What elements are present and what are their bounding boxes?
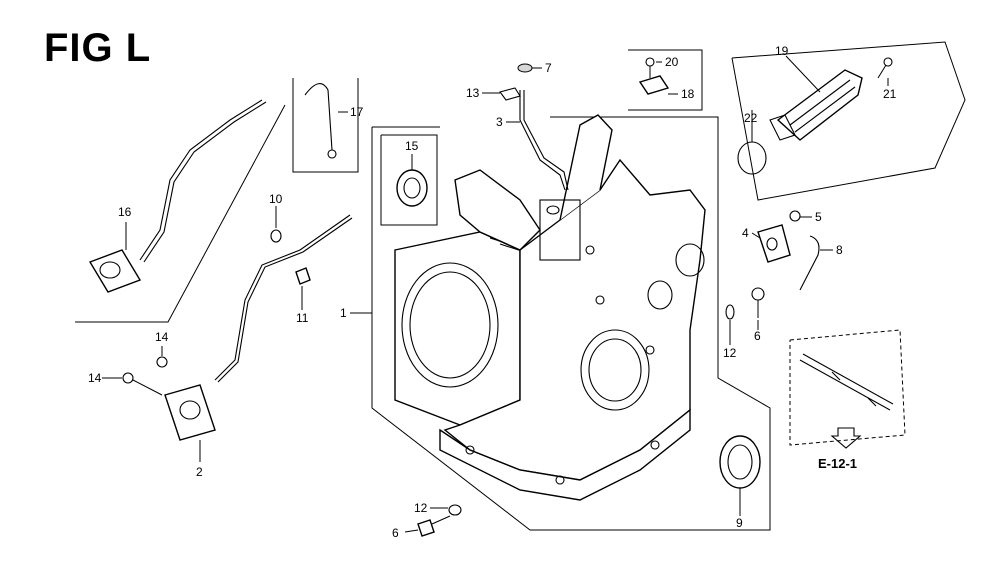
bolt-14-top: [156, 356, 168, 368]
callout-14-top: 14: [155, 330, 169, 344]
seal-frame: [380, 134, 438, 226]
oil-filler-frame: [731, 41, 966, 201]
sensor-frame: [75, 104, 286, 323]
callout-16: 16: [118, 205, 132, 219]
reference-label: E-12-1: [818, 456, 857, 471]
callout-1: 1: [340, 306, 347, 320]
bolt-5: [789, 210, 801, 222]
switch-2: [164, 214, 353, 441]
breather-tube-17: [304, 83, 337, 159]
washer-10: [270, 229, 282, 243]
washer-12-right: [725, 304, 735, 320]
callout-15: 15: [405, 139, 419, 153]
bolt-6-right: [751, 287, 765, 318]
nut-11: [295, 267, 311, 285]
breather-frame: [292, 78, 359, 173]
callout-20: 20: [665, 55, 679, 69]
callout-5: 5: [815, 210, 822, 224]
sensor-16: [88, 99, 267, 293]
callout-12-right: 12: [723, 346, 737, 360]
callout-12-bottom: 12: [414, 501, 428, 515]
washer-7: [517, 63, 533, 73]
callout-21: 21: [883, 87, 897, 101]
figure-title: FIG L: [44, 26, 152, 70]
cover-18: [638, 75, 670, 95]
main-assembly-frame: [371, 116, 771, 531]
callout-18: 18: [681, 87, 695, 101]
bracket-4: [757, 224, 791, 263]
callout-8: 8: [836, 243, 843, 257]
clip-13: [499, 87, 521, 101]
washer-12-bottom: [448, 504, 462, 516]
bolt-20: [645, 57, 655, 78]
callout-7: 7: [545, 61, 552, 75]
bolt-6-bottom: [417, 515, 451, 537]
leader-lines: [102, 55, 889, 533]
bolt-21: [877, 57, 893, 79]
callout-2: 2: [196, 465, 203, 479]
callout-labels: 1 2 3 4 5 6 6 7 8 9 10 11 12 12 13 14 14…: [88, 44, 897, 540]
clip-8: [799, 235, 820, 291]
callout-19: 19: [775, 44, 789, 58]
crankcase: [394, 114, 706, 501]
callout-6-right: 6: [754, 329, 761, 343]
down-arrow-icon: [830, 427, 862, 449]
callout-17: 17: [350, 105, 364, 119]
stud-bolt-ref: [799, 353, 894, 411]
oil-filler-cap-19: [769, 69, 863, 141]
callout-11: 11: [296, 311, 309, 325]
callout-13: 13: [466, 86, 480, 100]
ref-frame: [789, 329, 906, 446]
oil-seal-9: [719, 435, 761, 489]
callout-10: 10: [269, 192, 283, 206]
bolt-14-left: [122, 372, 163, 396]
oil-seal-15: [396, 169, 428, 207]
callout-6-bottom: 6: [392, 526, 399, 540]
callout-14-left: 14: [88, 371, 102, 385]
callout-22: 22: [744, 111, 758, 125]
callout-3: 3: [496, 115, 503, 129]
callout-9: 9: [736, 516, 743, 530]
cover-frame: [628, 49, 703, 111]
callout-4: 4: [742, 226, 749, 240]
oil-level-gauge: [519, 90, 569, 191]
